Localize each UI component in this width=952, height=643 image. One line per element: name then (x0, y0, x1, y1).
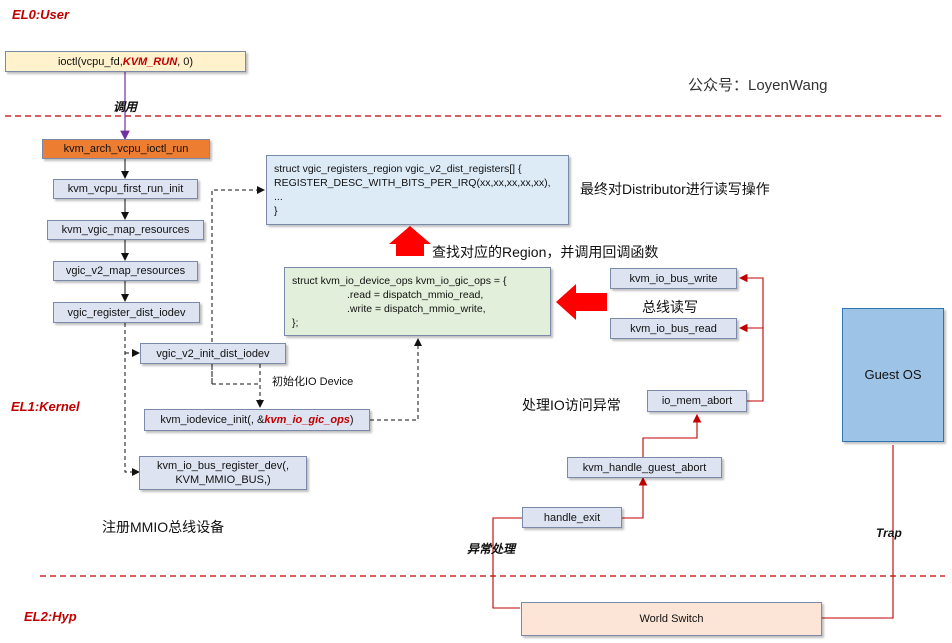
ioctl-suffix: , 0) (177, 55, 194, 68)
world-switch-box: World Switch (521, 602, 822, 636)
ops-line4: }; (292, 316, 299, 329)
kvm-io-bus-read-box: kvm_io_bus_read (610, 318, 737, 339)
iodevice-init-suffix: ) (349, 414, 354, 426)
kvm-handle-guest-abort-box: kvm_handle_guest_abort (567, 457, 722, 478)
find-region-label: 查找对应的Region，并调用回调函数 (432, 244, 659, 260)
io-exception-label: 处理IO访问异常 (522, 397, 621, 413)
bus-register-line2: KVM_MMIO_BUS,) (175, 474, 271, 486)
exception-handling-label: 异常处理 (467, 542, 516, 556)
ops-line3: .write = dispatch_mmio_write, (347, 302, 486, 315)
register-mmio-label: 注册MMIO总线设备 (102, 519, 225, 535)
up-block-arrow (389, 226, 431, 256)
vgic-register-dist-iodev-box: vgic_register_dist_iodev (53, 302, 200, 323)
bus-rw-label: 总线读写 (642, 299, 698, 315)
init-io-device-label: 初始化IO Device (272, 376, 354, 388)
watermark: 公众号：LoyenWang (688, 77, 828, 94)
kvm-vgic-map-resources-box: kvm_vgic_map_resources (47, 220, 204, 240)
kvm-arch-vcpu-ioctl-run-box: kvm_arch_vcpu_ioctl_run (42, 139, 210, 159)
ioctl-prefix: ioctl(vcpu_fd, (57, 55, 123, 68)
iodevice-init-ops: kvm_io_gic_ops (264, 414, 350, 426)
ioctl-box: ioctl(vcpu_fd, KVM_RUN, 0) (5, 51, 246, 72)
handle-exit-box: handle_exit (522, 507, 622, 528)
kvm-io-bus-write-box: kvm_io_bus_write (610, 268, 737, 289)
regions-line1: struct vgic_registers_region vgic_v2_dis… (274, 163, 522, 175)
vgic-v2-map-resources-box: vgic_v2_map_resources (53, 261, 198, 281)
kvm-io-gic-ops-box: struct kvm_io_device_ops kvm_io_gic_ops … (284, 267, 551, 336)
el1-label: EL1:Kernel (11, 399, 80, 414)
kvm-io-bus-register-dev-box: kvm_io_bus_register_dev(, KVM_MMIO_BUS,) (139, 456, 307, 490)
vgic-v2-init-dist-iodev-box: vgic_v2_init_dist_iodev (140, 343, 286, 364)
ioctl-cmd: KVM_RUN (122, 55, 178, 68)
iodevice-init-prefix: kvm_iodevice_init(, & (160, 414, 265, 426)
kvm-iodevice-init-box: kvm_iodevice_init(, &kvm_io_gic_ops) (144, 409, 370, 431)
call-label: 调用 (113, 100, 138, 114)
regions-line4: } (274, 205, 278, 217)
kvm-vcpu-first-run-init-box: kvm_vcpu_first_run_init (53, 179, 198, 199)
trap-label: Trap (876, 526, 902, 540)
el0-label: EL0:User (12, 7, 70, 22)
regions-line2: REGISTER_DESC_WITH_BITS_PER_IRQ(xx,xx,xx… (274, 177, 551, 189)
el2-label: EL2:Hyp (24, 609, 77, 624)
ops-line1: struct kvm_io_device_ops kvm_io_gic_ops … (292, 274, 507, 287)
io-mem-abort-box: io_mem_abort (647, 390, 747, 412)
ops-line2: .read = dispatch_mmio_read, (347, 288, 484, 301)
guest-os-box: Guest OS (842, 308, 944, 442)
left-block-arrow (556, 284, 607, 320)
distributor-rw-label: 最终对Distributor进行读写操作 (580, 181, 770, 197)
regions-line3: ... (274, 191, 283, 203)
bus-register-line1: kvm_io_bus_register_dev(, (156, 460, 290, 472)
dist-registers-region-box: struct vgic_registers_region vgic_v2_dis… (266, 155, 569, 225)
